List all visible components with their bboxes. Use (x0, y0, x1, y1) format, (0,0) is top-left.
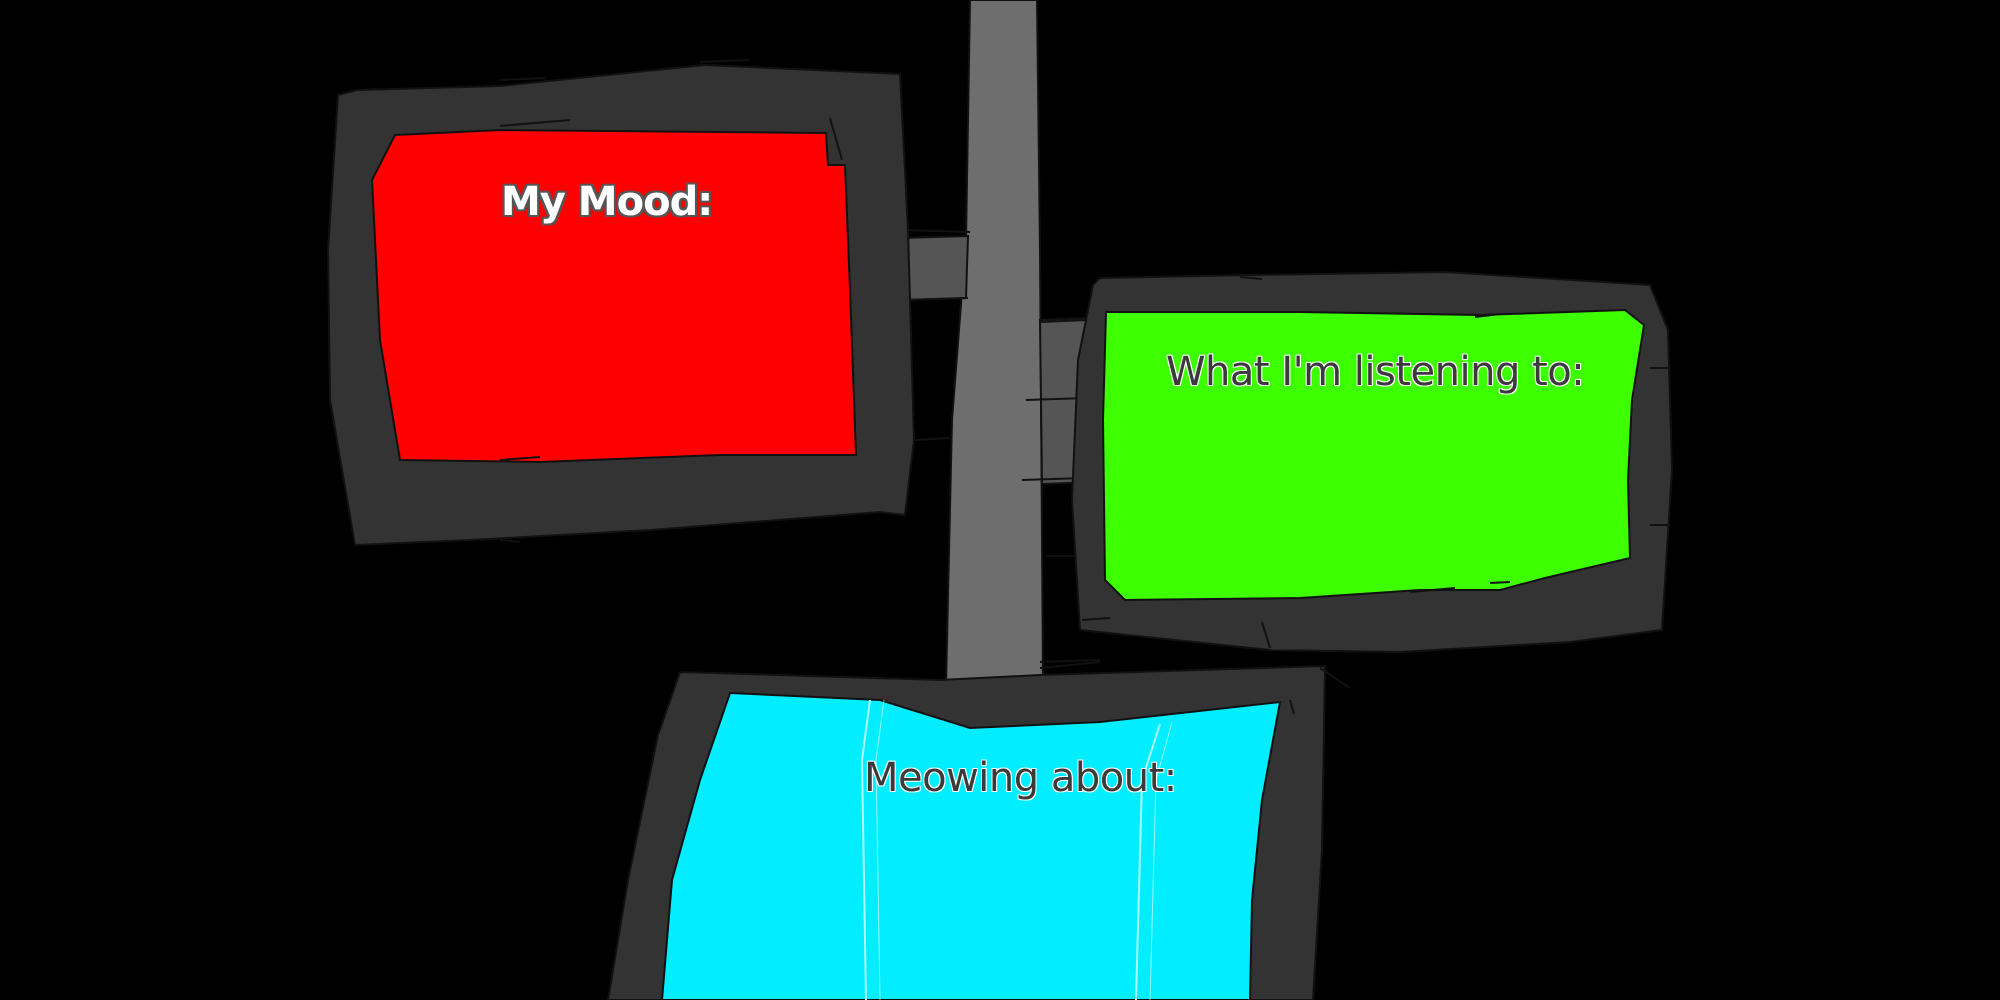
listening-sign-label: What I'm listening to: (1166, 349, 1585, 395)
meowing-sign-label: Meowing about: (864, 755, 1177, 801)
listening-sign-panel (1101, 308, 1646, 602)
mood-sign-label: My Mood: (501, 179, 713, 225)
signpost-pole (944, 0, 1045, 687)
mood-sign-bracket (901, 234, 970, 302)
meowing-sign-panel (660, 691, 1282, 1000)
mood-sign-panel (370, 128, 858, 464)
